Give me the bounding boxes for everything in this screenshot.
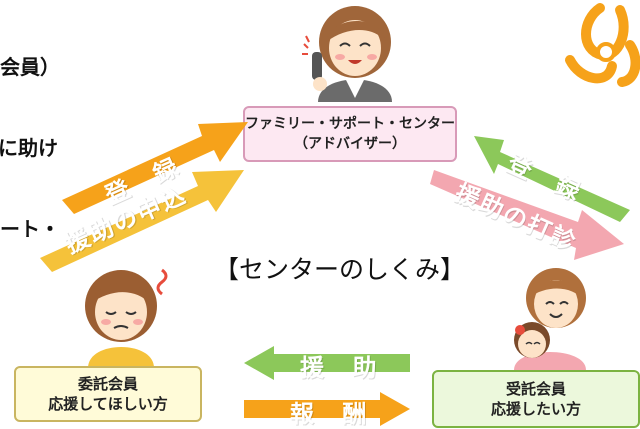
intro-line-3: ート・ [0,217,60,241]
right-arrange-arrow [430,170,624,260]
provider-member-illustration [514,268,586,370]
client-member-line1: 委託会員 [77,375,138,393]
client-member-line2: 応援してほしい方 [48,395,168,413]
intro-line-1: 会員） [0,55,60,79]
center-node-line2: （アドバイザー） [294,136,406,152]
advisor-illustration [302,6,392,102]
reward-label: 報 酬 [290,400,377,428]
reward-arrow [244,392,410,426]
client-member-node: 委託会員 応援してほしい方 [14,366,202,422]
center-node: ファミリー・サポート・センター （アドバイザー） [243,106,457,162]
client-member-illustration [85,268,168,368]
diagram-title: 【センターのしくみ】 [214,255,466,284]
right-register-arrow [474,136,630,222]
assist-arrow [244,346,410,380]
center-node-line1: ファミリー・サポート・センター [245,116,455,132]
left-request-arrow [40,170,244,272]
intro-line-2: に助け [0,136,58,160]
left-register-arrow [62,122,248,214]
intro-text: 会員） に助け ート・ [0,0,60,270]
provider-member-line1: 受託会員 [505,380,566,398]
flower-decoration-icon [565,3,640,87]
provider-member-line2: 応援したい方 [490,400,581,418]
assist-label: 援 助 [300,354,387,382]
provider-member-node: 受託会員 応援したい方 [432,370,640,428]
